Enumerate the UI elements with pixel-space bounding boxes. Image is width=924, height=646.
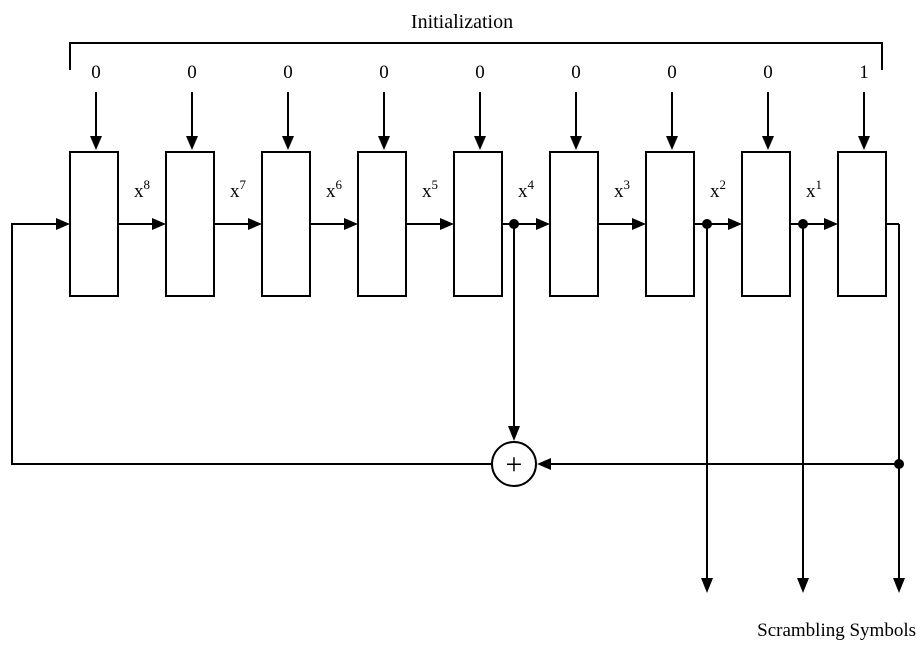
shift-registers: [69, 151, 887, 297]
init-value: 0: [283, 62, 293, 83]
scrambling-symbols-label: Scrambling Symbols: [757, 620, 916, 641]
initialization-bracket: [69, 42, 883, 70]
register-box: [261, 151, 311, 297]
init-value: 0: [91, 62, 101, 83]
tap-label-x7: x7: [230, 177, 247, 202]
tap-label-x8: x8: [134, 177, 150, 202]
tap-labels: x8 x7 x6 x5 x4 x3 x2 x1: [134, 177, 822, 202]
init-value: 0: [379, 62, 389, 83]
feedback-arrow: [537, 458, 551, 470]
tap-label-x6: x6: [326, 177, 343, 202]
tap-label-x1: x1: [806, 177, 822, 202]
tap-label-x3: x3: [614, 177, 630, 202]
init-arrows: [90, 92, 870, 150]
init-value: 0: [763, 62, 773, 83]
adder-symbol: +: [506, 448, 523, 481]
init-value: 0: [475, 62, 485, 83]
xor-adder: +: [491, 441, 537, 487]
register-box: [645, 151, 695, 297]
register-box: [741, 151, 791, 297]
register-box: [837, 151, 887, 297]
init-values: 0 0 0 0 0 0 0 0 1: [91, 62, 869, 83]
scrambling-outputs: [701, 224, 905, 593]
init-value: 0: [187, 62, 197, 83]
register-links: [118, 218, 838, 230]
tap-label-x5: x5: [422, 177, 438, 202]
init-value: 1: [859, 62, 869, 83]
loop-input-arrow: [56, 218, 70, 230]
init-value: 0: [667, 62, 677, 83]
initialization-title: Initialization: [411, 11, 513, 33]
tap-label-x2: x2: [710, 177, 726, 202]
register-box: [165, 151, 215, 297]
tap-x4-arrow: [508, 426, 520, 441]
init-value: 0: [571, 62, 581, 83]
adder-output-loop: [11, 223, 492, 465]
register-box: [357, 151, 407, 297]
register-box: [549, 151, 599, 297]
register-box: [453, 151, 503, 297]
tap-label-x4: x4: [518, 177, 535, 202]
register-box: [69, 151, 119, 297]
